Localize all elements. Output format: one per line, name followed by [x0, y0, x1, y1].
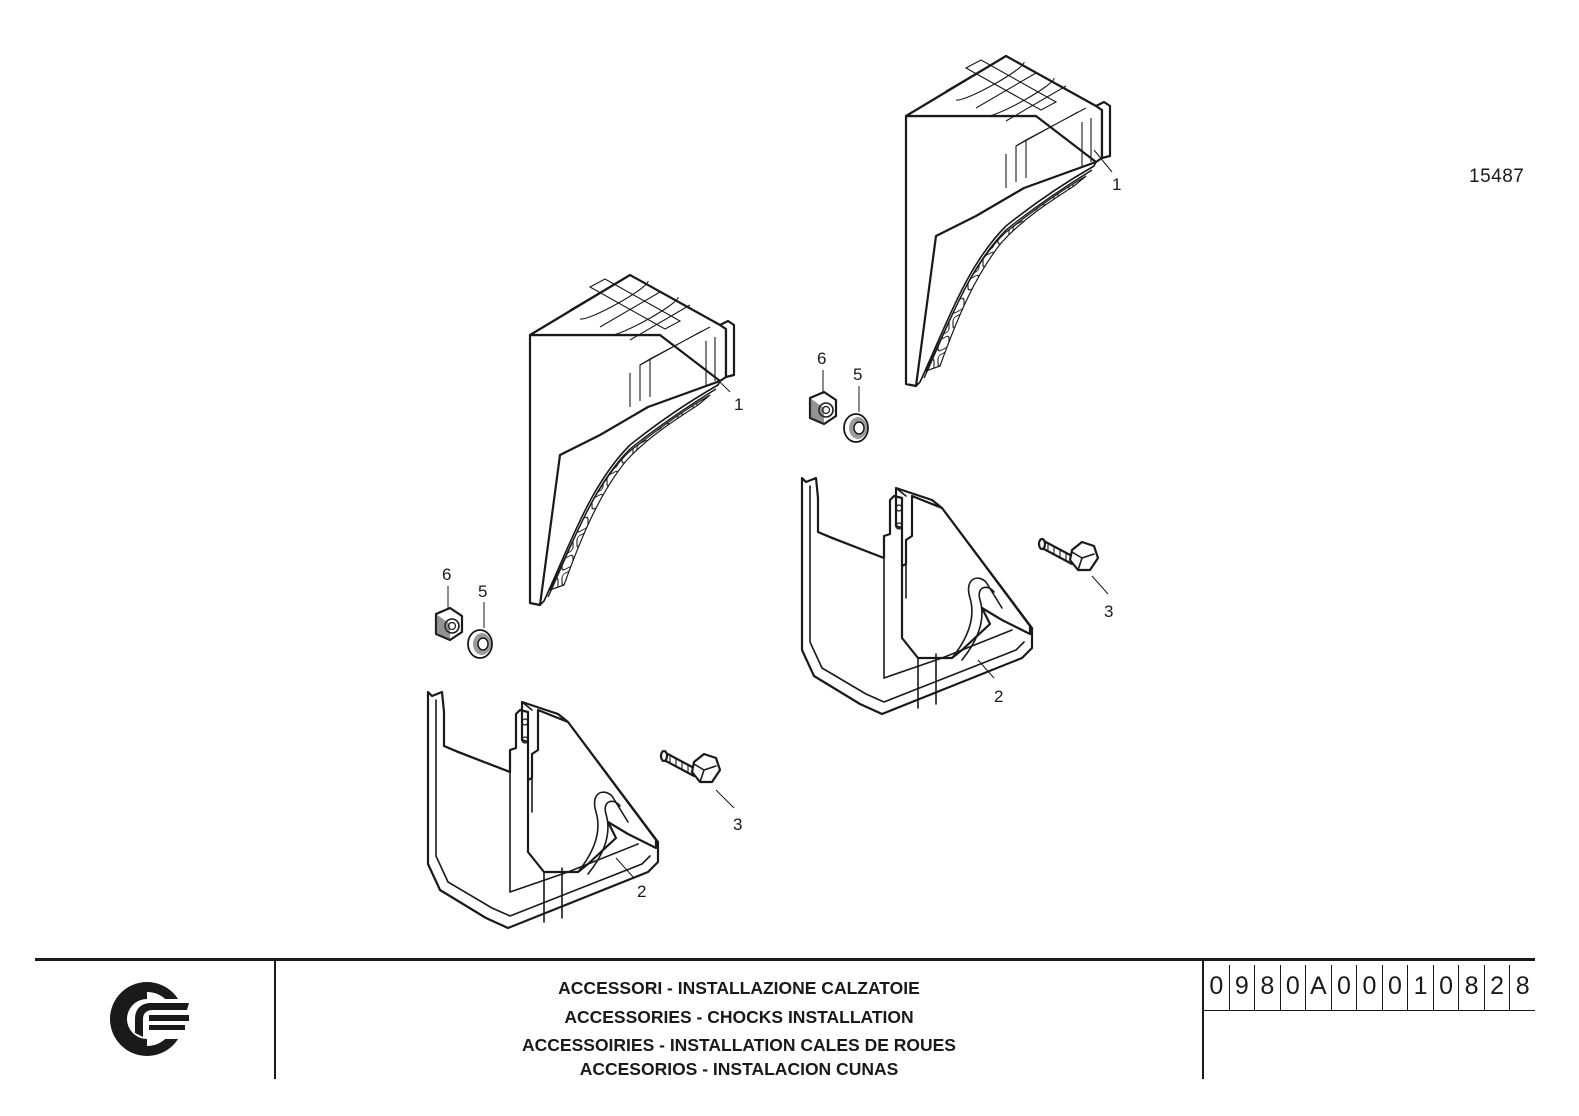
code-char: 0 [1209, 972, 1224, 1000]
left-bolt-leader [715, 789, 735, 809]
right-bracket-leader [977, 659, 995, 679]
right-washer [843, 413, 869, 443]
exploded-view-drawing: 1 2 3 5 6 1 2 3 5 6 [426, 54, 1121, 930]
right-washer-callout: 5 [853, 365, 862, 384]
title-french: ACCESSOIRIES - INSTALLATION CALES DE ROU… [522, 1035, 956, 1055]
left-washer [467, 629, 493, 659]
right-wheel-chock [904, 54, 1112, 388]
code-char: 1 [1407, 965, 1433, 1010]
right-chock-assembly: 1 2 3 5 6 [800, 54, 1121, 716]
left-mounting-bolt [659, 749, 722, 784]
right-bolt-callout: 3 [1104, 602, 1113, 621]
code-char: 8 [1509, 965, 1535, 1010]
left-bracket-callout: 2 [637, 882, 646, 901]
code-char: 0 [1381, 965, 1408, 1010]
code-char: 0 [1279, 965, 1306, 1010]
drawing-number: 15487 [1469, 166, 1525, 187]
right-nut [808, 390, 838, 426]
left-chock-leader [715, 377, 731, 393]
code-char: 0 [1432, 965, 1459, 1010]
left-wheel-chock [528, 273, 736, 607]
left-bolt-callout: 3 [733, 815, 742, 834]
right-chock-leader [1093, 149, 1113, 173]
brand-logo-icon [110, 982, 191, 1056]
code-char: 8 [1254, 965, 1280, 1010]
left-washer-callout: 5 [478, 582, 487, 601]
left-bracket-leader [615, 857, 635, 879]
left-nut-callout: 6 [442, 565, 451, 584]
right-bracket-callout: 2 [994, 687, 1003, 706]
code-char: 2 [1483, 965, 1510, 1010]
logo-cell [35, 961, 276, 1079]
left-chock-assembly: 1 2 3 5 6 [426, 273, 743, 930]
code-cell: 0 9 8 0 A 0 0 0 1 0 8 2 8 [1204, 961, 1535, 1079]
right-bolt-leader [1091, 575, 1109, 595]
right-nut-callout: 6 [817, 349, 826, 368]
title-english: ACCESSORIES - CHOCKS INSTALLATION [564, 1007, 914, 1027]
code-char: 0 [1356, 965, 1382, 1010]
part-code: 0 9 8 0 A 0 0 0 1 0 8 2 8 [1204, 965, 1535, 1011]
left-chock-callout: 1 [734, 395, 743, 414]
code-char: 9 [1228, 965, 1255, 1010]
right-chock-bracket [800, 476, 1034, 716]
title-spanish: ACCESORIOS - INSTALACION CUNAS [579, 1059, 899, 1079]
right-mounting-bolt [1037, 537, 1100, 572]
left-nut [434, 606, 464, 642]
left-chock-bracket [426, 690, 660, 930]
title-cell: ACCESSORI - INSTALLAZIONE CALZATOIE ACCE… [276, 961, 1204, 1079]
code-char: A [1305, 965, 1331, 1010]
title-italian: ACCESSORI - INSTALLAZIONE CALZATOIE [558, 978, 920, 998]
code-char: 8 [1458, 965, 1484, 1010]
code-char: 0 [1330, 965, 1357, 1010]
right-chock-callout: 1 [1112, 175, 1121, 194]
title-block: ACCESSORI - INSTALLAZIONE CALZATOIE ACCE… [35, 958, 1535, 1079]
